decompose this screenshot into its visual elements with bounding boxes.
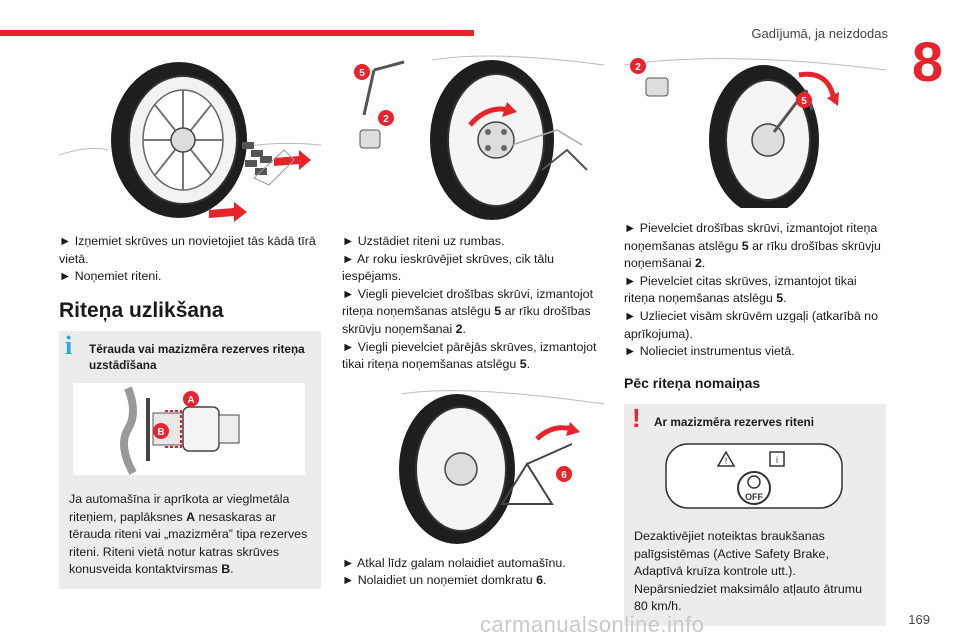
after-change-heading: Pēc riteņa nomaiņas	[624, 374, 761, 391]
wheel-fitting-illustration: 5 2	[354, 55, 604, 220]
removal-steps: ► Izņemiet skrūves un novietojiet tās kā…	[59, 234, 316, 284]
adas-off-button-illustration: ! i OFF	[665, 443, 843, 510]
steel-wheel-infobox: i Tērauda vai mazizmēra rezerves riteņa …	[59, 331, 321, 589]
badge-5: 5	[359, 68, 365, 79]
fitting-heading: Riteņa uzlikšana	[59, 298, 224, 322]
step-stow-tools: ► Nolieciet instrumentus vietā.	[624, 344, 795, 359]
final-tightening-illustration: 5 2	[624, 58, 886, 208]
off-label: OFF	[745, 492, 763, 502]
fitting-steps: ► Uzstādiet riteni uz rumbas. ► Ar roku …	[342, 233, 604, 374]
step-tighten-others: ► Pievelciet citas skrūves, izmantojot t…	[624, 273, 857, 306]
chapter-number: 8	[912, 30, 944, 93]
washer-bolt-illustration: A B	[73, 383, 305, 476]
badge-6: 6	[561, 470, 567, 481]
step-remove-jack: ► Nolaidiet un noņemiet domkratu 6.	[342, 573, 547, 588]
badge-2: 2	[383, 114, 389, 125]
page-number: 169	[908, 612, 930, 627]
badge-5-col3: 5	[801, 96, 807, 107]
svg-text:!: !	[725, 456, 728, 466]
header-accent-bar	[0, 30, 474, 36]
info-icon: i	[65, 331, 73, 361]
tightening-steps: ► Pievelciet drošības skrūvi, izmantojot…	[624, 220, 886, 361]
svg-text:i: i	[776, 455, 778, 465]
warnbox-text: Dezaktivējiet noteiktas braukšanas palīg…	[634, 528, 862, 614]
section-title: Gadījumā, ja neizdodas	[751, 26, 888, 41]
step-lower-car: ► Atkal līdz galam nolaidiet automašīnu.	[342, 555, 566, 570]
watermark: carmanualsonline.info	[480, 612, 705, 637]
step-fit-caps: ► Uzlieciet visām skrūvēm uzgaļi (atkarī…	[624, 308, 878, 341]
infobox-text: Ja automašīna ir aprīkota ar vieglmetāla…	[69, 491, 308, 577]
infobox-title: Tērauda vai mazizmēra rezerves riteņa uz…	[89, 342, 305, 373]
chapter-tab: 8	[904, 0, 960, 100]
lowering-steps: ► Atkal līdz galam nolaidiet automašīnu.…	[342, 555, 604, 590]
column-1: ► Izņemiet skrūves un novietojiet tās kā…	[59, 50, 321, 589]
jack-lowering-illustration: 6	[399, 389, 604, 544]
warning-icon: !	[632, 403, 641, 434]
step-tighten-other-bolts: ► Viegli pievelciet pārējās skrūves, izm…	[342, 339, 597, 372]
label-b: B	[157, 427, 164, 438]
label-a: A	[187, 395, 194, 406]
step-hand-tighten: ► Ar roku ieskrūvējiet skrūves, cik tālu…	[342, 251, 554, 284]
spare-wheel-warnbox: ! Ar mazizmēra rezerves riteni ! i OFF D…	[624, 404, 886, 626]
wheel-removal-illustration	[59, 62, 321, 222]
step-tighten-security: ► Pievelciet drošības skrūvi, izmantojot…	[624, 221, 881, 271]
column-2: 5 2 ► Uzstādiet riteni uz rumbas. ► Ar r…	[342, 50, 604, 590]
step-mount-wheel: ► Uzstādiet riteni uz rumbas.	[342, 234, 505, 248]
warnbox-title: Ar mazizmēra rezerves riteni	[654, 415, 814, 430]
column-3: 5 2 ► Pievelciet drošības skrūvi, izmant…	[624, 50, 886, 626]
badge-2-col3: 2	[635, 62, 641, 73]
step-tighten-security-bolt: ► Viegli pievelciet drošības skrūvi, izm…	[342, 286, 594, 336]
